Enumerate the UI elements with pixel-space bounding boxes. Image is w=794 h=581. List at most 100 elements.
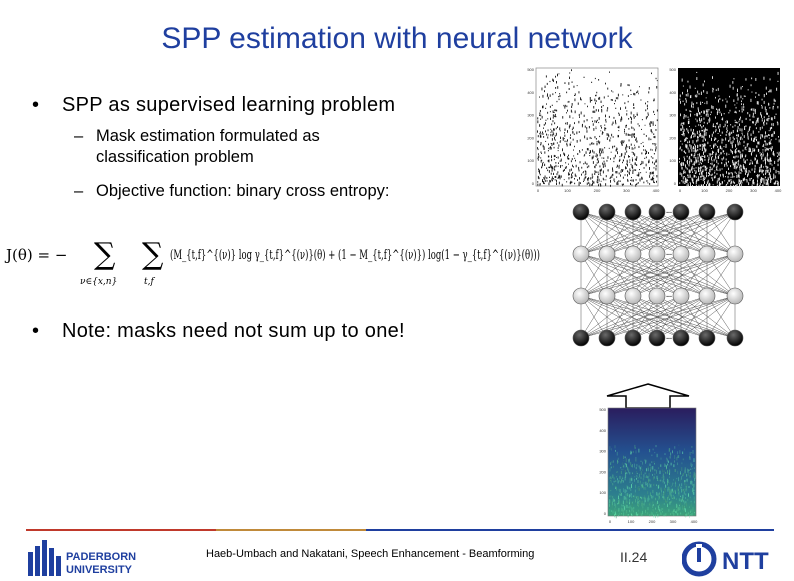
spectrogram-speckle: [616, 471, 618, 473]
mask-speckle: [585, 170, 587, 174]
mask-speckle: [544, 151, 546, 154]
spectrogram-speckle: [680, 499, 682, 502]
mask-speckle: [547, 149, 549, 152]
spectrogram-speckle: [681, 500, 683, 503]
mask-speckle: [542, 132, 544, 135]
mask-speckle: [713, 145, 714, 148]
mask-speckle: [713, 146, 715, 149]
mask-speckle: [616, 148, 618, 151]
spectrogram-speckle: [649, 463, 651, 466]
nn-ellipsis: ...: [666, 250, 672, 257]
mask-speckle: [624, 131, 625, 132]
spectrogram-speckle: [677, 508, 679, 511]
mask-speckle: [604, 127, 606, 130]
mask-speckle: [618, 180, 620, 182]
spectrogram-speckle: [610, 479, 612, 482]
spectrogram-speckle: [639, 473, 640, 478]
mask-speckle: [698, 184, 700, 188]
mask-speckle: [592, 155, 594, 159]
mask-speckle: [755, 157, 756, 160]
spectrogram-speckle: [682, 451, 684, 454]
spectrogram-speckle: [632, 450, 634, 453]
mask-speckle: [636, 156, 638, 159]
spectrogram-speckle: [685, 513, 687, 516]
mask-speckle: [763, 145, 765, 147]
nn-connection: [580, 295, 634, 339]
mask-speckle: [604, 164, 606, 168]
mask-speckle: [696, 119, 698, 123]
mask-speckle: [777, 163, 779, 167]
spectrogram-speckle: [667, 487, 669, 490]
spectrogram-speckle: [610, 477, 612, 480]
mask-speckle: [618, 112, 620, 114]
mask-speckle: [764, 147, 766, 149]
mask-speckle: [569, 143, 571, 146]
mask-speckle: [645, 156, 647, 159]
spectrogram-speckle: [635, 458, 637, 462]
mask-speckle: [747, 135, 749, 139]
mask-speckle: [761, 126, 763, 129]
spectrogram-speckle: [620, 481, 622, 484]
university-emblem-icon: [28, 540, 61, 576]
spectrogram-speckle: [660, 479, 662, 482]
mask-speckle: [768, 137, 770, 139]
mask-speckle: [701, 126, 703, 129]
mask-speckle: [730, 176, 732, 178]
spectrogram-speckle: [673, 482, 675, 484]
mask-speckle: [741, 100, 742, 103]
mask-speckle: [631, 147, 633, 150]
mask-speckle: [592, 120, 593, 123]
mask-speckle: [538, 170, 540, 173]
mask-speckle: [652, 123, 654, 126]
mask-speckle: [553, 158, 555, 161]
mask-speckle: [568, 158, 570, 160]
mask-speckle: [650, 138, 652, 141]
mask-speckle: [707, 159, 709, 162]
nn-hidden-node: [726, 287, 744, 305]
spectrogram-speckle: [675, 482, 676, 484]
mask-speckle: [740, 181, 741, 184]
mask-speckle: [545, 119, 547, 121]
mask-speckle: [719, 181, 720, 185]
mask-speckle: [577, 153, 579, 155]
mask-speckle: [680, 140, 682, 142]
mask-speckle: [769, 134, 770, 136]
mask-speckle: [706, 111, 708, 115]
nn-hidden-node: [624, 287, 642, 305]
mask-speckle: [541, 167, 542, 169]
mask-speckle: [636, 91, 637, 94]
mask-speckle: [753, 150, 755, 152]
mask-speckle: [774, 160, 776, 164]
mask-speckle: [584, 154, 586, 156]
mask-speckle: [584, 161, 586, 164]
mask-speckle: [695, 176, 697, 178]
mask-speckle: [767, 170, 768, 173]
mask-speckle: [569, 115, 571, 119]
mask-speckle: [685, 152, 687, 154]
mask-speckle: [700, 166, 702, 169]
mask-speckle: [745, 118, 747, 120]
mask-speckle: [563, 169, 565, 171]
mask-speckle: [543, 146, 545, 149]
mask-speckle: [595, 102, 596, 105]
mask-speckle: [632, 133, 634, 135]
mask-speckle: [592, 149, 594, 153]
spectrogram-speckle: [659, 492, 660, 495]
mask-speckle: [578, 166, 580, 170]
mask-speckle: [745, 146, 747, 149]
mask-speckle: [700, 158, 701, 161]
tick-label: 400: [669, 90, 676, 95]
mask-speckle: [542, 94, 544, 98]
mask-speckle: [743, 95, 745, 97]
nn-hidden-node: [648, 287, 666, 305]
nn-hidden-node: [698, 287, 716, 305]
mask-speckle: [707, 113, 709, 117]
mask-speckle: [598, 122, 600, 124]
spectrogram-speckle: [631, 484, 632, 488]
mask-speckle: [601, 127, 602, 129]
mask-speckle: [768, 173, 770, 176]
mask-speckle: [692, 103, 694, 106]
spectrogram-speckle: [673, 496, 674, 500]
mask-speckle: [700, 178, 702, 180]
spectrogram-speckle: [650, 483, 652, 488]
